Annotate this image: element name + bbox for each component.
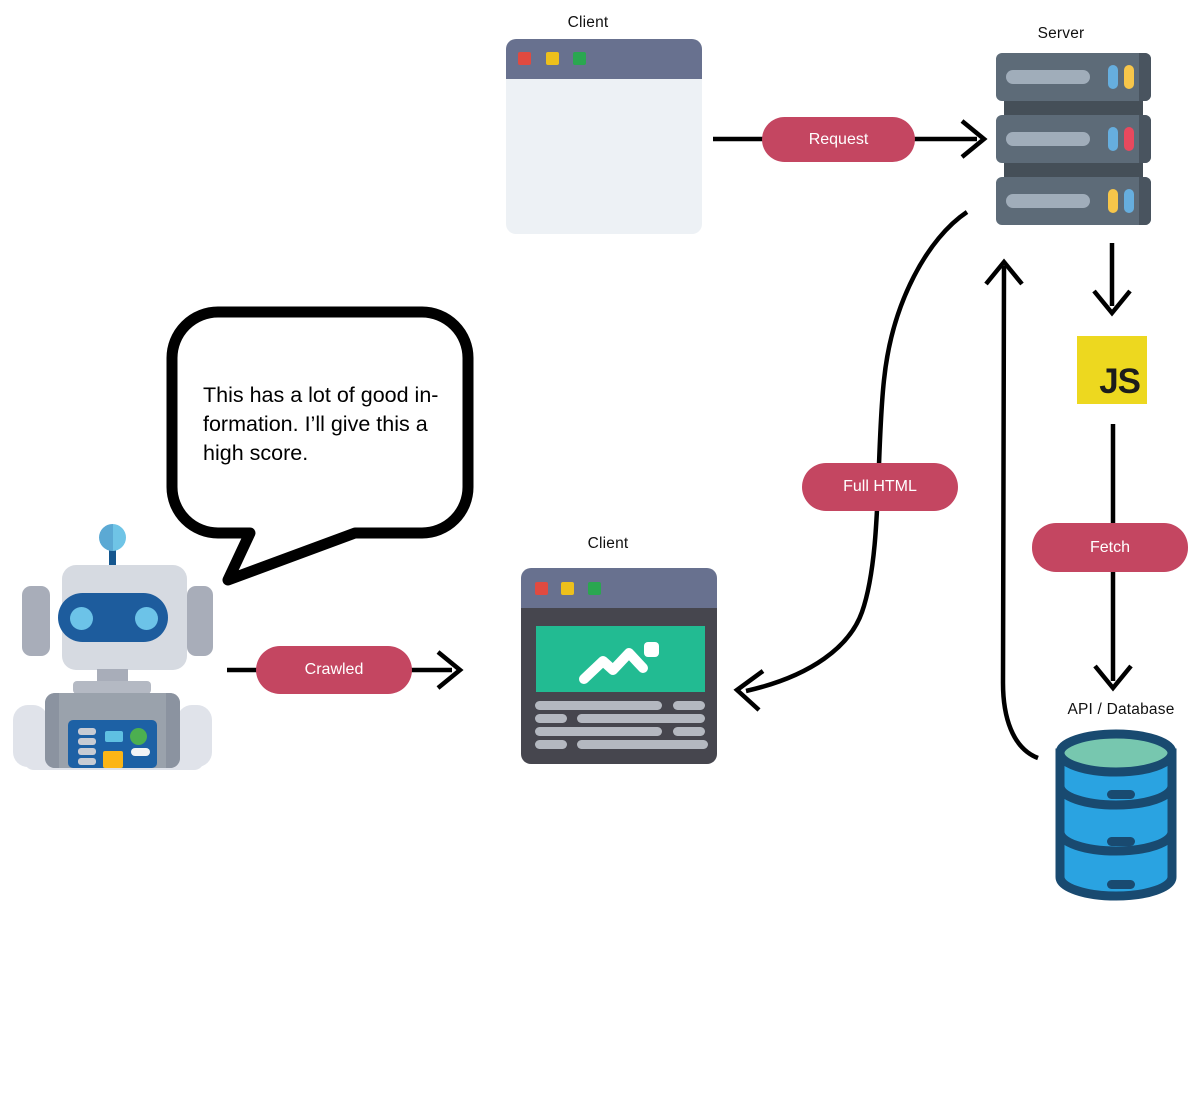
client-top-label: Client: [567, 14, 609, 31]
server-edge: [1139, 115, 1151, 163]
server-unit-1: [996, 53, 1151, 101]
robot-crawler-icon: [0, 510, 230, 780]
robot-ear-right: [187, 586, 213, 656]
window-button-green-icon: [573, 52, 586, 65]
server-label: Server: [1037, 25, 1085, 42]
crawled-pill: Crawled: [256, 646, 412, 694]
speech-line: This has a lot of good in-: [203, 383, 439, 407]
robot-control-panel: [68, 720, 157, 768]
server-icon: [996, 53, 1151, 225]
text-line: [535, 740, 567, 749]
window-button-red-icon: [535, 582, 548, 595]
robot-arm-right: [177, 705, 212, 767]
full-html-pill: Full HTML: [802, 463, 958, 511]
server-slot: [1006, 132, 1090, 146]
client-window-top: [506, 39, 702, 234]
server-slot: [1006, 70, 1090, 84]
api-database-label: API / Database: [1067, 701, 1175, 718]
database-body: [1055, 748, 1177, 901]
robot-antenna-ball: [99, 524, 126, 551]
panel-green-light: [130, 728, 147, 745]
text-line: [535, 727, 662, 736]
speech-bubble-outline: [166, 306, 474, 586]
robot-arm-left: [13, 705, 48, 767]
server-light-blue: [1108, 65, 1118, 89]
server-edge: [1139, 53, 1151, 101]
window-button-yellow-icon: [561, 582, 574, 595]
panel-line: [78, 728, 96, 735]
window-button-red-icon: [518, 52, 531, 65]
robot-body-shade: [45, 693, 59, 768]
speech-line: high score.: [203, 441, 309, 465]
fetch-pill: Fetch: [1032, 523, 1188, 572]
server-light-blue: [1124, 189, 1134, 213]
panel-line: [78, 748, 96, 755]
server-edge: [1139, 177, 1151, 225]
server-js-arrow-head: [1092, 289, 1132, 317]
panel-white-pill: [131, 748, 150, 756]
server-slot: [1006, 194, 1090, 208]
text-line: [535, 714, 567, 723]
crawled-arrow-head: [436, 650, 464, 690]
client-window-bottom: [521, 568, 717, 764]
robot-body-shade: [166, 693, 180, 768]
database-slot: [1107, 837, 1135, 846]
text-line: [577, 714, 705, 723]
db-server-arrow-line: [1000, 265, 1039, 761]
full-html-arrow-line: [745, 210, 969, 694]
server-light-yellow: [1124, 65, 1134, 89]
robot-neck: [97, 669, 128, 683]
robot-shoulder: [73, 681, 151, 694]
speech-bubble: [166, 306, 474, 586]
request-arrow-head: [960, 119, 988, 159]
full-html-arrow-head: [733, 669, 765, 712]
database-separator: [1055, 785, 1177, 810]
server-unit-2: [996, 115, 1151, 163]
window-button-yellow-icon: [546, 52, 559, 65]
javascript-icon: JS: [1077, 336, 1147, 404]
text-line: [577, 740, 708, 749]
robot-eye-right: [135, 607, 158, 630]
speech-line: formation. I’ll give this a: [203, 412, 428, 436]
server-unit-3: [996, 177, 1151, 225]
robot-eye-left: [70, 607, 93, 630]
hero-image: [536, 626, 705, 692]
database-top: [1055, 729, 1177, 777]
database-slot: [1107, 880, 1135, 889]
client-bottom-titlebar: [521, 568, 717, 608]
image-placeholder-icon: [579, 642, 659, 684]
robot-antenna-stem: [109, 548, 116, 570]
client-top-page-blank: [506, 79, 702, 234]
request-pill: Request: [762, 117, 915, 162]
server-light-red: [1124, 127, 1134, 151]
panel-blue-button: [105, 731, 123, 742]
panel-line: [78, 758, 96, 765]
database-separator: [1055, 831, 1177, 856]
text-line: [673, 727, 705, 736]
server-light-yellow: [1108, 189, 1118, 213]
text-line: [673, 701, 705, 710]
window-button-green-icon: [588, 582, 601, 595]
text-line: [535, 701, 662, 710]
client-bottom-page: [521, 608, 717, 764]
panel-line: [78, 738, 96, 745]
robot-ear-left: [22, 586, 50, 656]
client-bottom-label: Client: [587, 535, 629, 552]
client-top-titlebar: [506, 39, 702, 79]
fetch-arrow-head: [1093, 664, 1133, 692]
database-icon: [1055, 729, 1177, 901]
panel-yellow-button: [103, 751, 123, 768]
db-server-arrow-head: [984, 258, 1024, 286]
server-light-blue: [1108, 127, 1118, 151]
speech-bubble-text: This has a lot of good in- formation. I’…: [203, 381, 465, 468]
database-slot: [1107, 790, 1135, 799]
